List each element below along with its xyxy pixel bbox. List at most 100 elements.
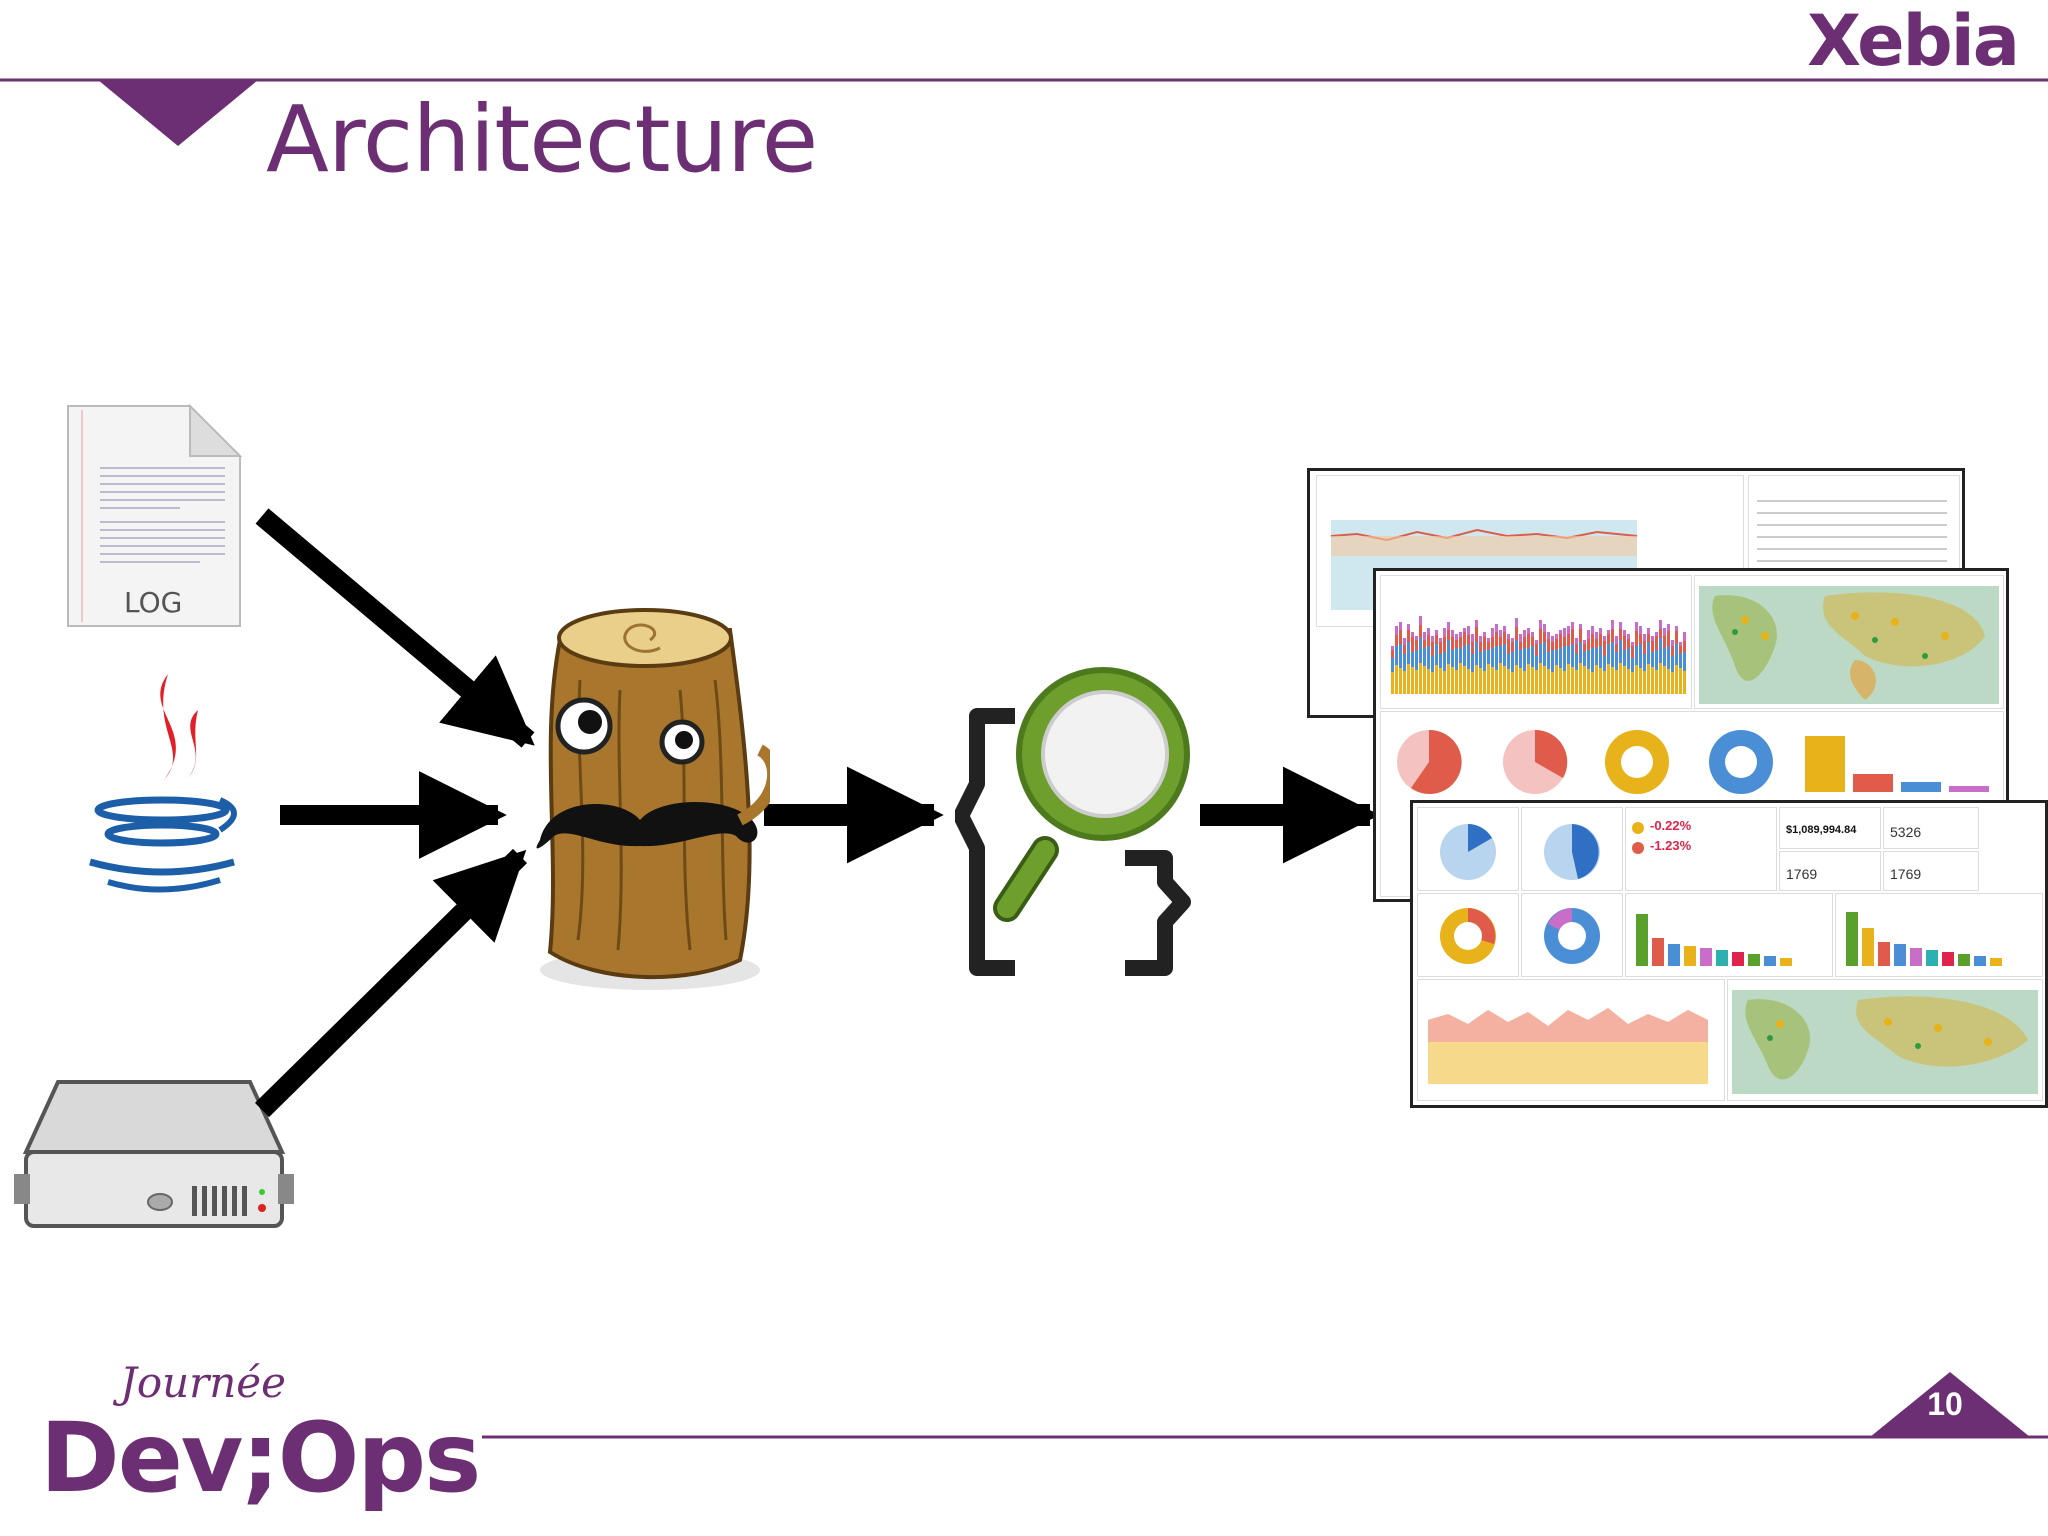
dashboard-bar-segment (1651, 636, 1654, 641)
search-total: 5326 (1890, 824, 1922, 840)
dashboard-bar-segment (1511, 672, 1514, 694)
dashboard-bar-segment (1467, 669, 1470, 694)
dashboard-bar-segment (1471, 642, 1474, 654)
dashboard-bar-segment (1551, 672, 1554, 694)
dashboard-bar-segment (1527, 628, 1530, 634)
log-label: LOG (124, 586, 182, 619)
dashboard-bar-segment (1459, 632, 1462, 637)
dashboard-bar-segment (1639, 644, 1642, 668)
dashboard-bar-segment (1663, 648, 1666, 666)
dashboard-bar-segment (1615, 636, 1618, 644)
dashboard-bar-segment (1639, 668, 1642, 694)
dashboard-bar-segment (1411, 667, 1414, 694)
dashboard-bar-segment (1459, 648, 1462, 663)
dashboard-bar-segment (1611, 629, 1614, 642)
dashboard-bar-segment (1479, 642, 1482, 652)
dashboard-bar-segment (1455, 648, 1458, 670)
dashboard-bar-segment (1579, 642, 1582, 663)
dashboard-bar-segment (1451, 650, 1454, 667)
dashboard-bar-segment (1591, 648, 1594, 672)
dashboard-bar-segment (1431, 656, 1434, 672)
dashboard-bar-segment (1643, 641, 1646, 654)
dashboard-bar-segment (1443, 637, 1446, 652)
dashboard-bar-segment (1675, 644, 1678, 665)
dashboard-bar-segment (1583, 640, 1586, 644)
dashboard-bar-segment (1419, 616, 1422, 625)
dashboard-bar-segment (1423, 640, 1426, 648)
dashboard-bar-segment (1631, 672, 1634, 694)
dashboard-bar-segment (1587, 669, 1590, 694)
dashboard-bar-segment (1603, 636, 1606, 641)
dashboard-bar-segment (1423, 648, 1426, 666)
dashboard-bar-segment (1407, 664, 1410, 694)
dashboard-bar-segment (1499, 663, 1502, 694)
dashboard-bar-segment (1651, 667, 1654, 694)
dashboard-bar-segment (1519, 650, 1522, 668)
trend-search: -0.22% (1650, 818, 1692, 833)
dashboard-bar-segment (1391, 658, 1394, 672)
dashboard-bar-segment (1503, 632, 1506, 644)
dashboard-bar-segment (1391, 672, 1394, 694)
dashboard-bar-segment (1635, 665, 1638, 694)
dashboard-bar-segment (1635, 622, 1638, 631)
dashboard-bar-segment (1567, 664, 1570, 694)
dashboard-bar-segment (1555, 650, 1558, 665)
dashboard-bar-segment (1431, 642, 1434, 656)
dashboard-bar-segment (1531, 667, 1534, 694)
dashboard-bar-segment (1419, 625, 1422, 638)
dashboard-bar-segment (1539, 663, 1542, 694)
dashboard-bar-segment (1399, 644, 1402, 668)
dashboard-bar-segment (1495, 632, 1498, 646)
dashboard-bar-segment (1415, 640, 1418, 650)
dashboard-bar-segment (1399, 622, 1402, 630)
dashboard-bar-segment (1459, 637, 1462, 648)
dashboard-bar-segment (1627, 669, 1630, 694)
dashboard-bar-segment (1463, 646, 1466, 666)
dashboard-bar-segment (1543, 666, 1546, 694)
dashboard-bar-segment (1427, 635, 1430, 646)
dashboard-bar-segment (1595, 648, 1598, 665)
dashboard-bar-segment (1403, 638, 1406, 645)
stacked-bar-panel (1391, 616, 1686, 694)
dashboard-bar-segment (1543, 632, 1546, 642)
dashboard-bar-segment (1555, 634, 1558, 639)
dashboard-bar-segment (1563, 637, 1566, 646)
dashboard-bar-segment (1531, 632, 1534, 637)
dashboard-bar-segment (1435, 630, 1438, 635)
dashboard-bar-segment (1535, 644, 1538, 656)
dashboard-bar-segment (1395, 626, 1398, 635)
dashboard-bar-segment (1447, 622, 1450, 630)
dashboard-bar-segment (1559, 634, 1562, 648)
dashboard-bar-segment (1539, 644, 1542, 663)
dashboard-bar-segment (1391, 650, 1394, 658)
dashboard-bar-segment (1527, 664, 1530, 694)
dashboard-bar-segment (1643, 654, 1646, 671)
dashboard-bar-segment (1519, 668, 1522, 694)
dashboard-bar-segment (1411, 637, 1414, 652)
dashboard-bar-segment (1639, 626, 1642, 634)
dashboard-bar-segment (1487, 638, 1490, 642)
dashboard-bar-segment (1667, 631, 1670, 646)
dashboard-bar-segment (1611, 667, 1614, 694)
dashboard-bar-segment (1403, 654, 1406, 671)
dashboard-bar-segment (1571, 629, 1574, 644)
dashboard-bar-segment (1559, 630, 1562, 634)
dashboard-bar-segment (1615, 652, 1618, 670)
dashboard-bar-segment (1599, 668, 1602, 694)
dashboard-bar-segment (1615, 670, 1618, 694)
dashboard-bar-segment (1607, 630, 1610, 634)
elasticsearch-icon (955, 667, 1191, 976)
dashboard-bar-segment (1419, 663, 1422, 694)
sell-total-panel-b: 1769 (1883, 851, 1979, 891)
dashboard-bar-segment (1659, 629, 1662, 638)
dashboard-bar-segment (1595, 632, 1598, 639)
dashboard-bar-segment (1439, 642, 1442, 654)
dashboard-bar-segment (1575, 654, 1578, 670)
dashboard-bar-segment (1423, 666, 1426, 694)
dashboard-bar-segment (1635, 646, 1638, 665)
sell-total-a: 1769 (1786, 866, 1818, 882)
dashboard-bar-segment (1423, 632, 1426, 640)
dashboard-bar-segment (1463, 632, 1466, 646)
dashboard-bar-segment (1663, 636, 1666, 648)
dashboard-bar-segment (1599, 628, 1602, 634)
